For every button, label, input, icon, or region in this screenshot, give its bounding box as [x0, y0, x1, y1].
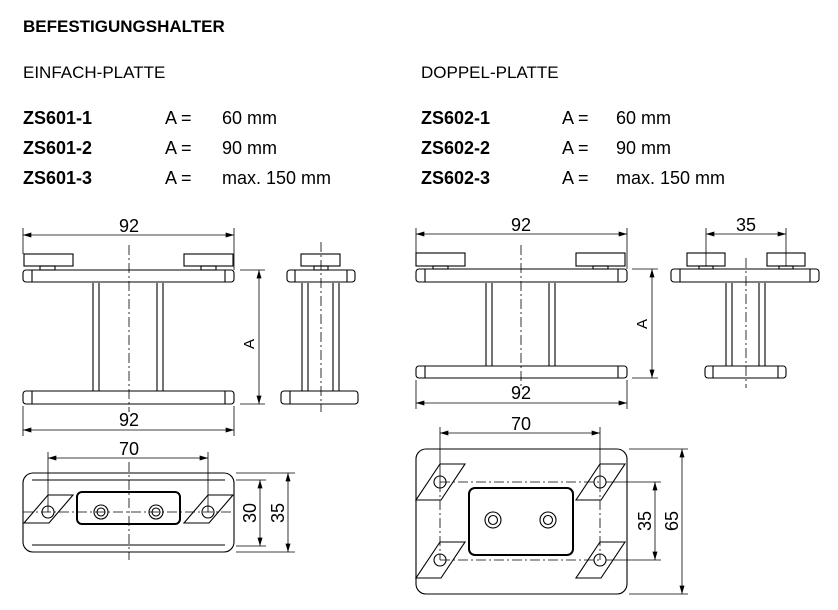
- double-label-1: A =: [562, 108, 589, 128]
- single-plate-heading: EINFACH-PLATTE: [23, 63, 166, 82]
- single-bottom-view: 70 30 35: [22, 439, 295, 560]
- single-inner-height-dim: 30: [240, 503, 260, 523]
- double-plate-heading: DOPPEL-PLATTE: [421, 63, 559, 82]
- double-outer-height-dim: 65: [662, 511, 682, 531]
- single-code-3: ZS601-3: [23, 168, 93, 188]
- double-value-1: 60 mm: [616, 108, 672, 128]
- single-label-1: A =: [165, 108, 192, 128]
- double-code-3: ZS602-3: [421, 168, 491, 188]
- single-front-view: 92 A 92: [22, 216, 265, 436]
- single-top-width-dim: 92: [119, 216, 139, 236]
- single-hole-spacing-dim: 70: [119, 439, 139, 459]
- single-value-2: 90 mm: [222, 138, 278, 158]
- single-label-3: A =: [165, 168, 192, 188]
- single-height-dim: A: [241, 339, 258, 349]
- double-value-3: max. 150 mm: [616, 168, 726, 188]
- single-code-1: ZS601-1: [23, 108, 93, 128]
- single-side-view: [280, 242, 359, 412]
- single-value-3: max. 150 mm: [222, 168, 332, 188]
- double-front-view: 92 A 92: [415, 215, 658, 409]
- double-value-2: 90 mm: [616, 138, 672, 158]
- double-label-3: A =: [562, 168, 589, 188]
- double-inner-height-dim: 35: [635, 511, 655, 531]
- double-bottom-view: 70 35 65: [414, 414, 688, 595]
- single-outer-height-dim: 35: [268, 503, 288, 523]
- single-value-1: 60 mm: [222, 108, 278, 128]
- double-top-width-dim: 92: [511, 215, 531, 235]
- double-side-view: 35: [670, 215, 820, 388]
- screw-icon: [539, 511, 557, 529]
- double-hole-spacing-dim: 70: [511, 414, 531, 434]
- double-label-2: A =: [562, 138, 589, 158]
- double-side-spacing-dim: 35: [736, 215, 756, 235]
- single-label-2: A =: [165, 138, 192, 158]
- double-code-1: ZS602-1: [421, 108, 491, 128]
- single-bottom-width-dim: 92: [119, 410, 139, 430]
- double-height-dim: A: [634, 319, 651, 329]
- double-code-2: ZS602-2: [421, 138, 491, 158]
- double-bottom-width-dim: 92: [511, 383, 531, 403]
- screw-icon: [484, 511, 502, 529]
- single-code-2: ZS601-2: [23, 138, 93, 158]
- page-title: BEFESTIGUNGSHALTER: [23, 17, 225, 36]
